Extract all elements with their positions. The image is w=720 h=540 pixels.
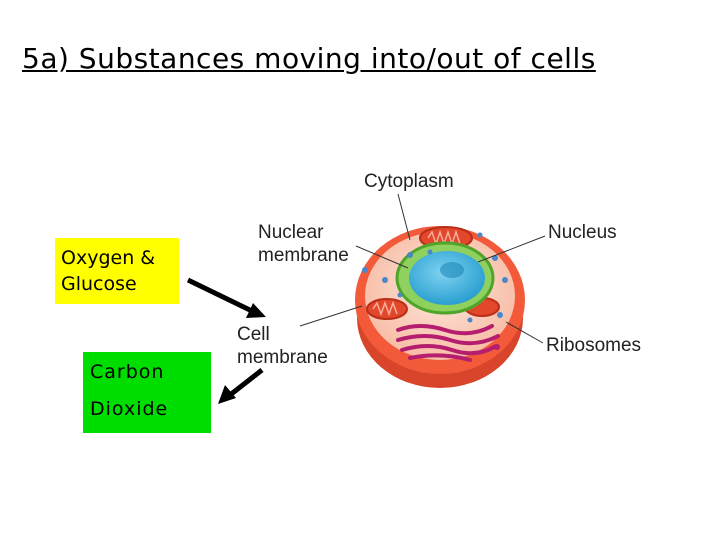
mitochondrion-left-cristae bbox=[372, 300, 398, 317]
cytoplasm-label: Cytoplasm bbox=[364, 171, 454, 192]
nucleus-leader bbox=[477, 235, 546, 263]
arrow-out-of-cell-head bbox=[218, 385, 236, 404]
nuclear-membrane-label-2: membrane bbox=[258, 245, 349, 266]
arrow-into-cell bbox=[186, 277, 256, 315]
carbon-label: Carbon bbox=[90, 361, 165, 383]
nucleus bbox=[409, 251, 485, 305]
nucleus-label: Nucleus bbox=[548, 222, 617, 243]
endoplasmic-reticulum bbox=[396, 324, 500, 362]
page-title: 5a) Substances moving into/out of cells bbox=[22, 42, 596, 75]
ribosomes-label: Ribosomes bbox=[546, 335, 642, 356]
dioxide-label: Dioxide bbox=[90, 398, 169, 420]
glucose-label: Glucose bbox=[61, 273, 137, 295]
oxygen-glucose-box: Oxygen & Glucose bbox=[55, 238, 179, 304]
cytoplasm-leader bbox=[397, 193, 411, 241]
cell-membrane-label-2: membrane bbox=[237, 347, 328, 368]
arrow-out-of-cell bbox=[228, 368, 264, 397]
oxygen-label: Oxygen & bbox=[61, 247, 156, 269]
nuclear-membrane-leader bbox=[355, 245, 409, 269]
ribosomes-leader bbox=[505, 321, 544, 344]
nuclear-membrane-label-1: Nuclear bbox=[258, 222, 324, 243]
arrow-into-cell-head bbox=[246, 303, 266, 318]
ribosome-dots bbox=[362, 232, 508, 323]
carbon-dioxide-box: Carbon Dioxide bbox=[83, 352, 211, 433]
nucleolus bbox=[440, 262, 464, 278]
cell-membrane-label-1: Cell bbox=[237, 324, 270, 345]
cell-membrane-leader bbox=[299, 305, 363, 327]
er-end bbox=[494, 344, 500, 350]
